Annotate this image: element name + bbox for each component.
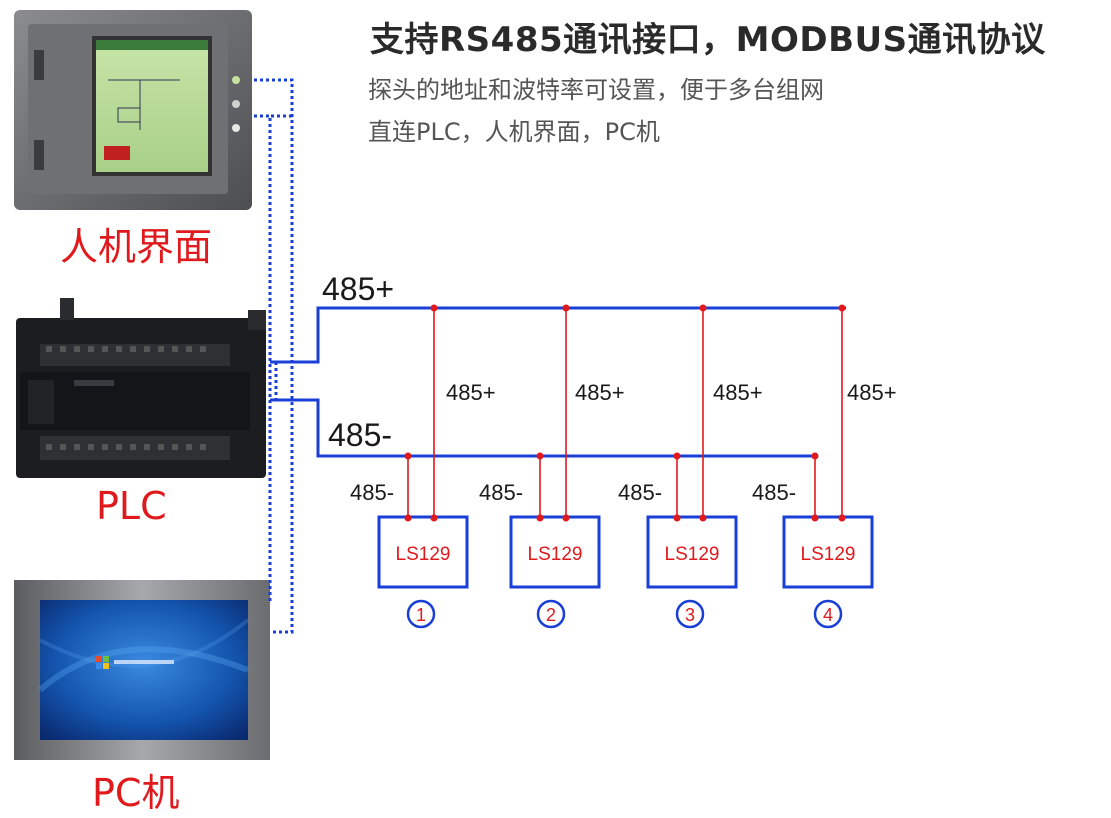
sensor-1-plus-label: 485+ — [446, 380, 496, 405]
pc-device-image — [14, 580, 270, 760]
sensor-4-minus-label: 485- — [752, 480, 796, 505]
sensor-3-box — [646, 515, 738, 589]
sensor-4-number: 4 — [823, 605, 833, 625]
sensor-2-box — [509, 515, 601, 589]
sensor-2-minus-label: 485- — [479, 480, 523, 505]
sensor-4-plus-label: 485+ — [847, 380, 897, 405]
hmi-label: 人机界面 — [60, 225, 213, 269]
sensor-2-number-circle — [536, 599, 566, 629]
sensor-4-number-circle — [813, 599, 843, 629]
subtitle-line-1: 探头的地址和波特率可设置，便于多台组网 — [368, 76, 824, 104]
sensor-2-number: 2 — [546, 605, 556, 625]
sensor-1-wires — [407, 308, 435, 518]
sensor-3-number-circle — [675, 599, 705, 629]
sensor-2-plus-label: 485+ — [575, 380, 625, 405]
sensor-2-name: LS129 — [528, 544, 583, 565]
bus-positive-line — [270, 306, 846, 364]
sensor-1-number-circle — [406, 599, 436, 629]
sensor-3-plus-label: 485+ — [713, 380, 763, 405]
sensor-3-number: 3 — [685, 605, 695, 625]
hmi-device-image — [14, 10, 252, 210]
sensor-3-wires — [676, 308, 704, 518]
pc-label: PC机 — [92, 771, 180, 815]
sensor-1-number: 1 — [416, 605, 426, 625]
plc-label: PLC — [96, 484, 167, 528]
sensor-4-name: LS129 — [801, 544, 856, 565]
bus-positive-label: 485+ — [322, 271, 394, 307]
sensor-1-box — [377, 515, 469, 589]
bus-lines — [270, 306, 846, 458]
sensor-1-name: LS129 — [396, 544, 451, 565]
sensor-4-wires — [814, 308, 843, 518]
sensor-3-name: LS129 — [665, 544, 720, 565]
subtitle-line-2: 直连PLC，人机界面，PC机 — [368, 118, 660, 146]
plc-device-image — [16, 298, 266, 478]
sensor-drops — [377, 304, 874, 629]
sensor-4-box — [782, 515, 874, 589]
dotted-connections — [254, 78, 294, 634]
page-title: 支持RS485通讯接口，MODBUS通讯协议 — [370, 20, 1046, 60]
sensor-3-minus-label: 485- — [618, 480, 662, 505]
bus-negative-label: 485- — [328, 417, 392, 453]
sensor-2-wires — [539, 308, 567, 518]
sensor-1-minus-label: 485- — [350, 480, 394, 505]
bus-negative-line — [270, 398, 818, 458]
